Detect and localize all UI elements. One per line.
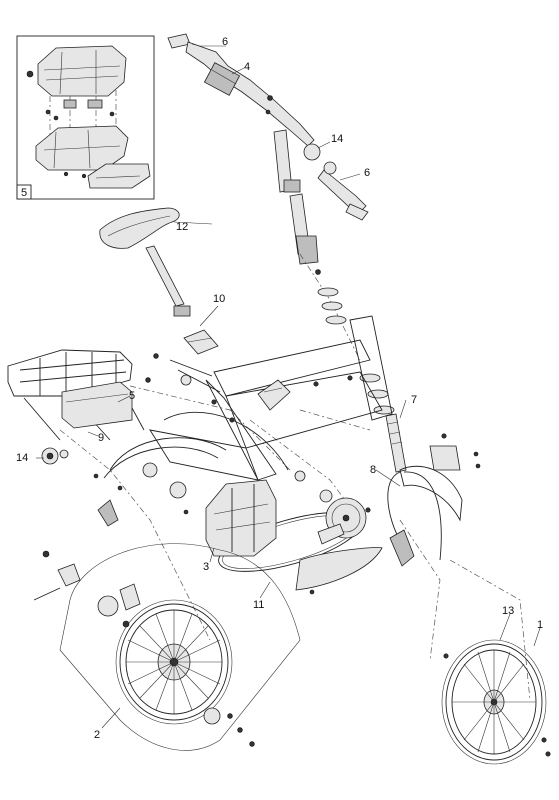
callout-3: 3	[203, 561, 209, 573]
callout-8: 8	[370, 464, 376, 476]
stem-column	[273, 129, 395, 415]
callout-10: 10	[213, 293, 225, 305]
callout-14-right: 14	[331, 133, 343, 145]
callout-9: 9	[98, 432, 104, 444]
callout-1: 1	[537, 619, 543, 631]
front-fork	[385, 413, 481, 567]
callout-6-top: 6	[222, 36, 228, 48]
callout-14-left: 14	[16, 452, 28, 464]
rear-wheel-group	[33, 543, 301, 751]
motor-cover	[205, 479, 277, 557]
handlebar-assembly	[167, 33, 369, 221]
callout-2: 2	[94, 729, 100, 741]
left-small-part	[41, 447, 69, 465]
rear-rack	[7, 349, 151, 441]
callout-6-right: 6	[364, 167, 370, 179]
callout-11: 11	[253, 599, 264, 611]
battery-detail-inset	[16, 35, 155, 200]
callout-7: 7	[411, 394, 417, 406]
callout-4: 4	[244, 61, 250, 73]
callout-12: 12	[176, 221, 188, 233]
pedal-crank-parts	[153, 329, 235, 423]
phantom-assembly-lines	[59, 385, 531, 701]
saddle-seatpost	[99, 207, 191, 317]
front-wheel	[441, 639, 551, 765]
leader-lines	[36, 43, 541, 729]
callout-13: 13	[502, 605, 514, 617]
callout-5: 5	[129, 390, 135, 402]
rear-fender	[93, 437, 227, 527]
main-frame	[149, 315, 393, 481]
callout-5-inset: 5	[21, 187, 27, 199]
chain-drivetrain	[218, 470, 383, 595]
callout-labels: 1 2 3 4 5 5 6 6 7 8 9 10 11 12 13 14 14	[16, 36, 543, 741]
